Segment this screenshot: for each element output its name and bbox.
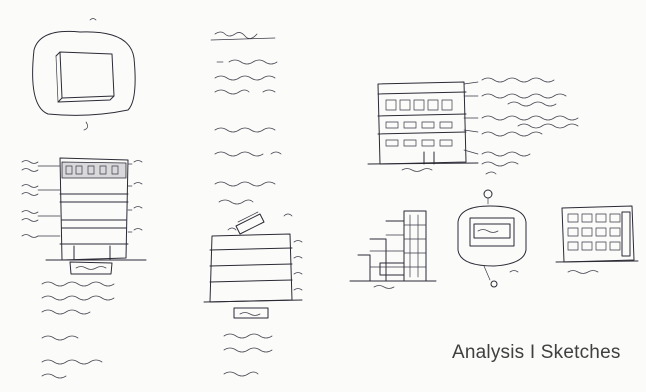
annotated-elevation-sketch [367, 70, 638, 180]
square-plan-sketch [20, 10, 150, 131]
site-plan-sketch [450, 188, 540, 298]
elevation-sketch [16, 150, 176, 380]
section-sketch [198, 208, 310, 388]
slide-title: Analysis I Sketches [452, 342, 621, 363]
stepped-massing-sketch [349, 205, 442, 295]
facade-grid-sketch [552, 200, 640, 290]
handwritten-notes-sketch [205, 26, 295, 206]
